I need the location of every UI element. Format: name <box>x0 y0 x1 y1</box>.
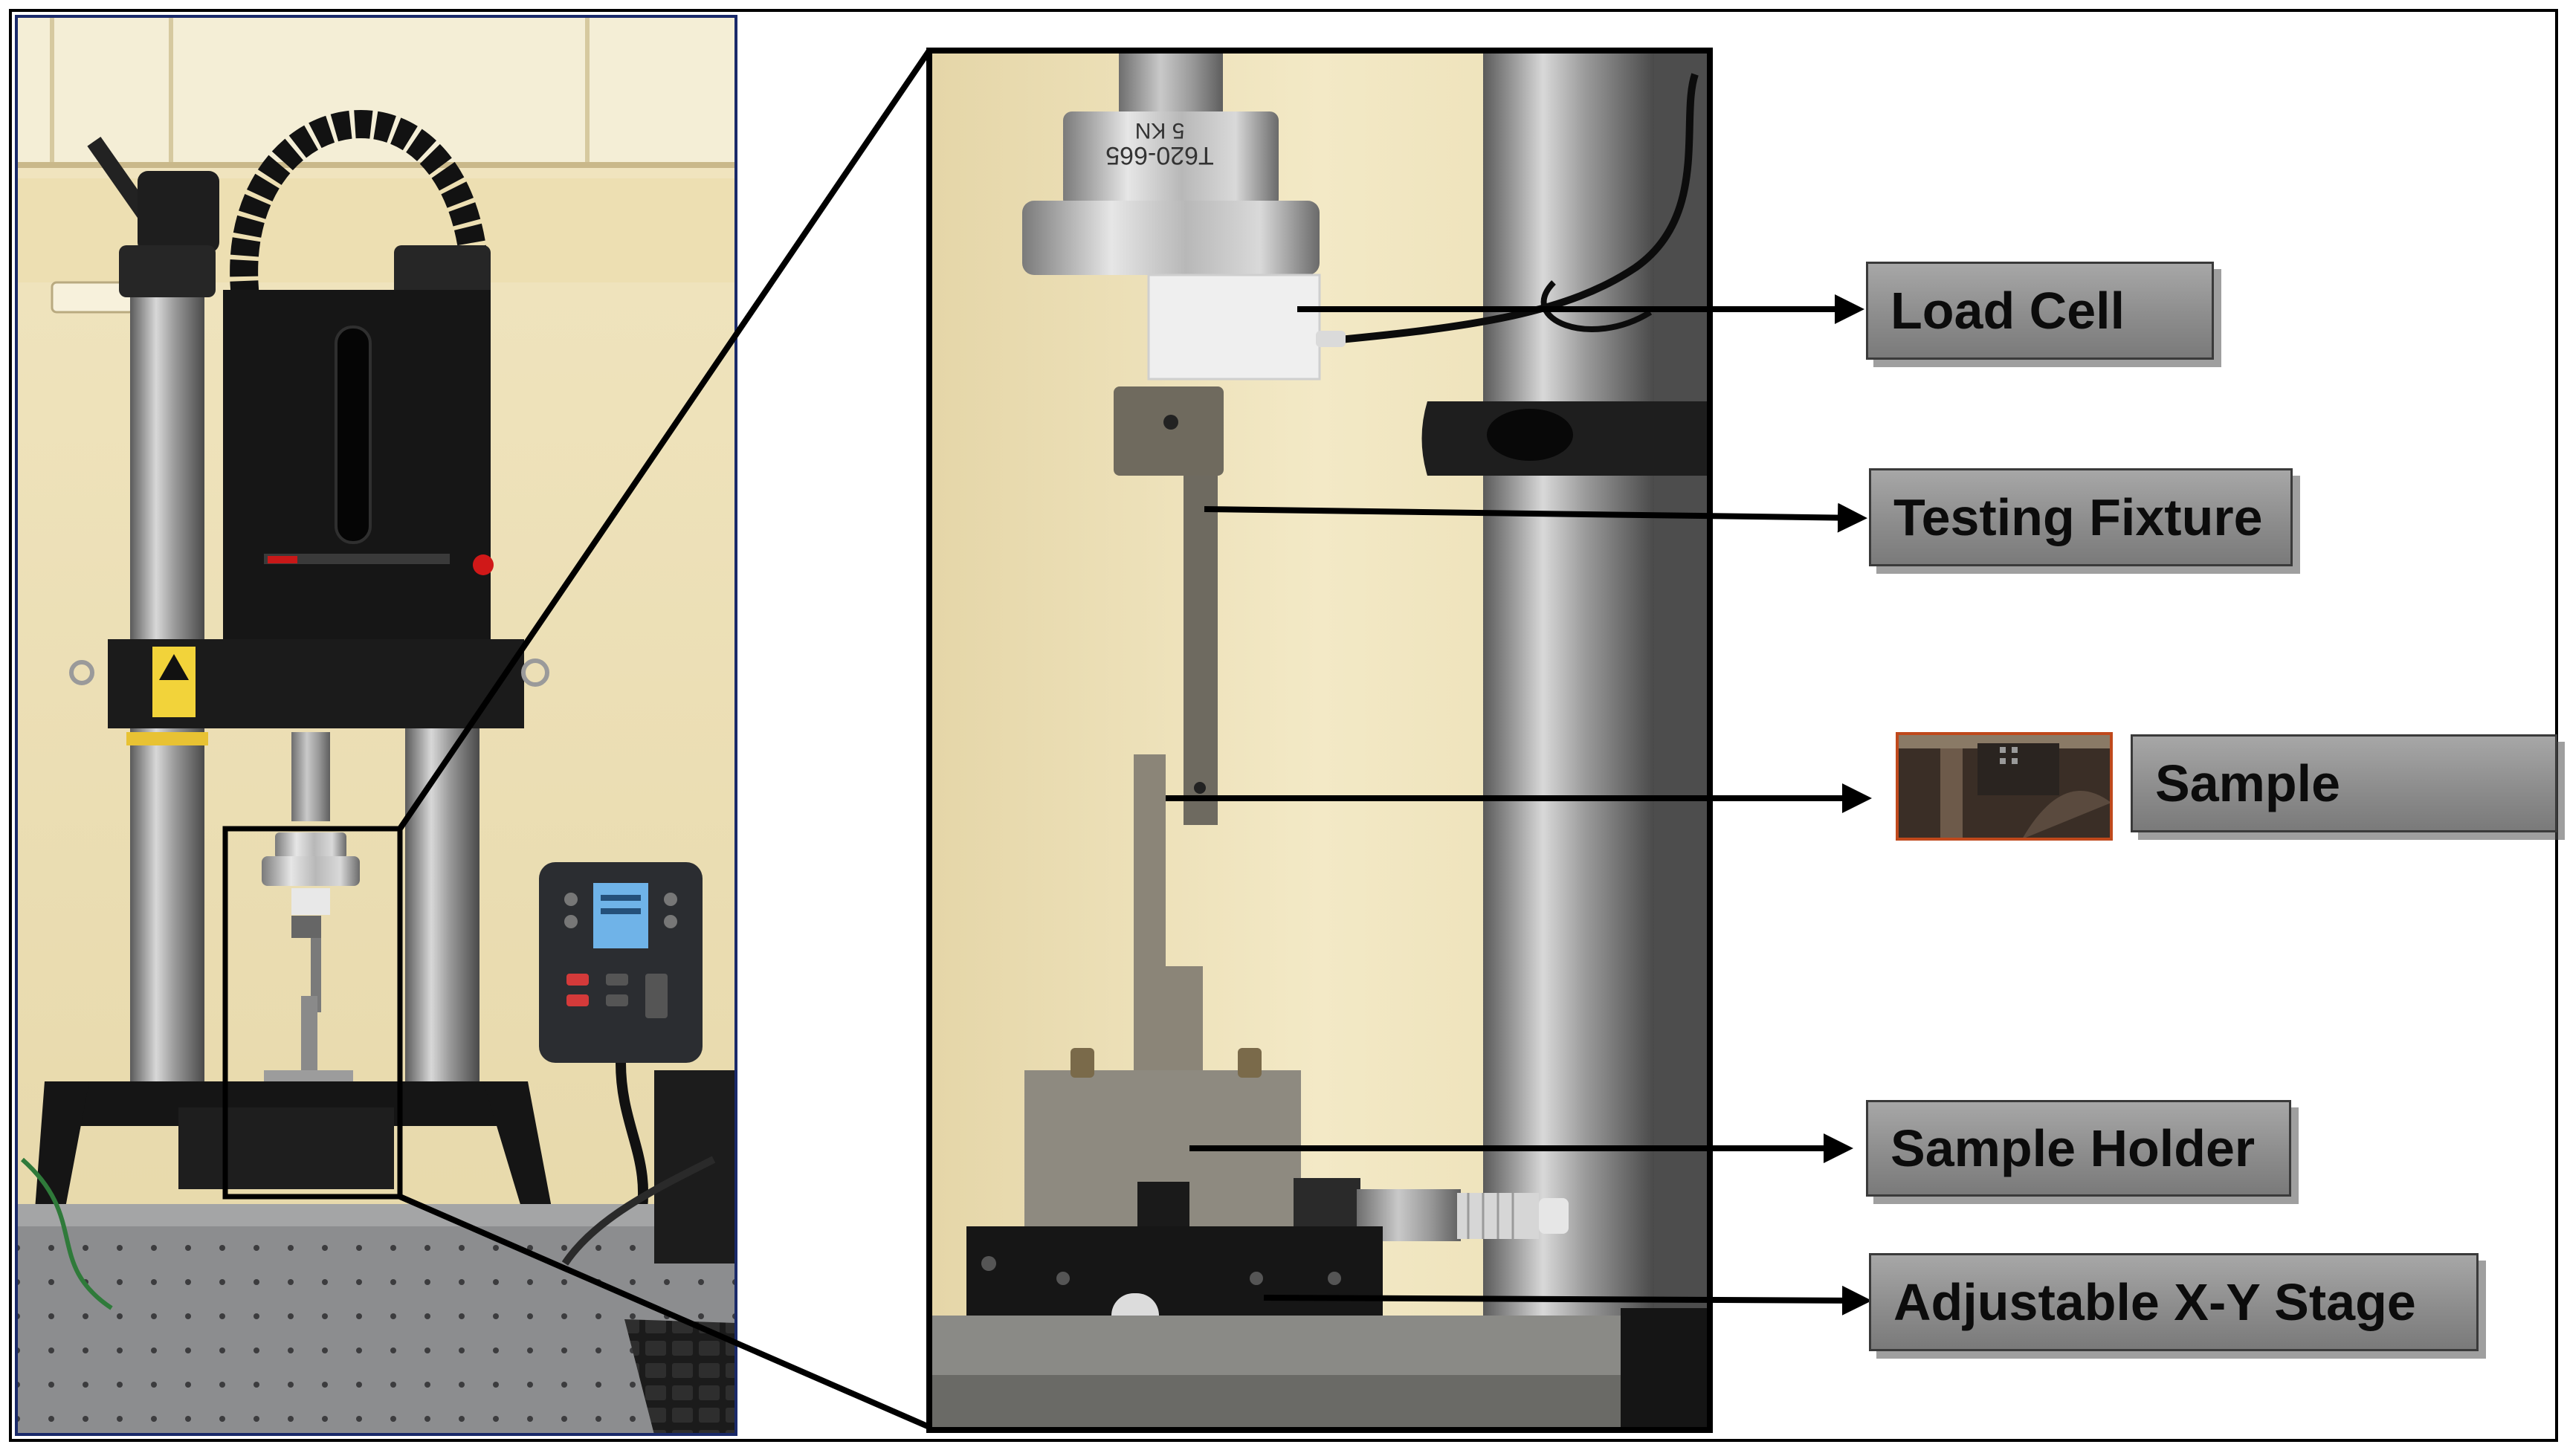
label-sample-text: Sample <box>2155 754 2340 812</box>
arrow-testing-fixture <box>1204 502 1867 533</box>
label-testing-fixture-text: Testing Fixture <box>1893 488 2263 546</box>
label-load-cell: Load Cell <box>1866 262 2214 360</box>
zoom-connector-top <box>397 48 932 831</box>
zoomed-photo-border <box>926 48 1713 1433</box>
label-testing-fixture: Testing Fixture <box>1869 468 2293 566</box>
label-sample: Sample <box>2131 734 2557 832</box>
sample-thumbnail <box>1896 732 2113 841</box>
overview-photo-border <box>15 15 737 1436</box>
label-sample-holder: Sample Holder <box>1866 1100 2291 1197</box>
arrow-stage <box>1263 1285 1872 1316</box>
label-sample-holder-text: Sample Holder <box>1890 1119 2256 1177</box>
label-stage-text: Adjustable X-Y Stage <box>1893 1273 2416 1331</box>
label-stage: Adjustable X-Y Stage <box>1869 1253 2479 1351</box>
load-cell-model-text: T620-665 <box>1105 141 1214 169</box>
label-load-cell-text: Load Cell <box>1890 282 2125 340</box>
outer-frame <box>9 9 2558 1442</box>
load-cell-rating-text: 5 KN <box>1135 118 1185 143</box>
zoomed-photo: T620-665 5 KN <box>932 52 1707 1427</box>
overview-photo <box>16 16 736 1434</box>
zoom-region-box <box>222 826 403 1200</box>
zoom-connector-bottom <box>398 1194 931 1430</box>
